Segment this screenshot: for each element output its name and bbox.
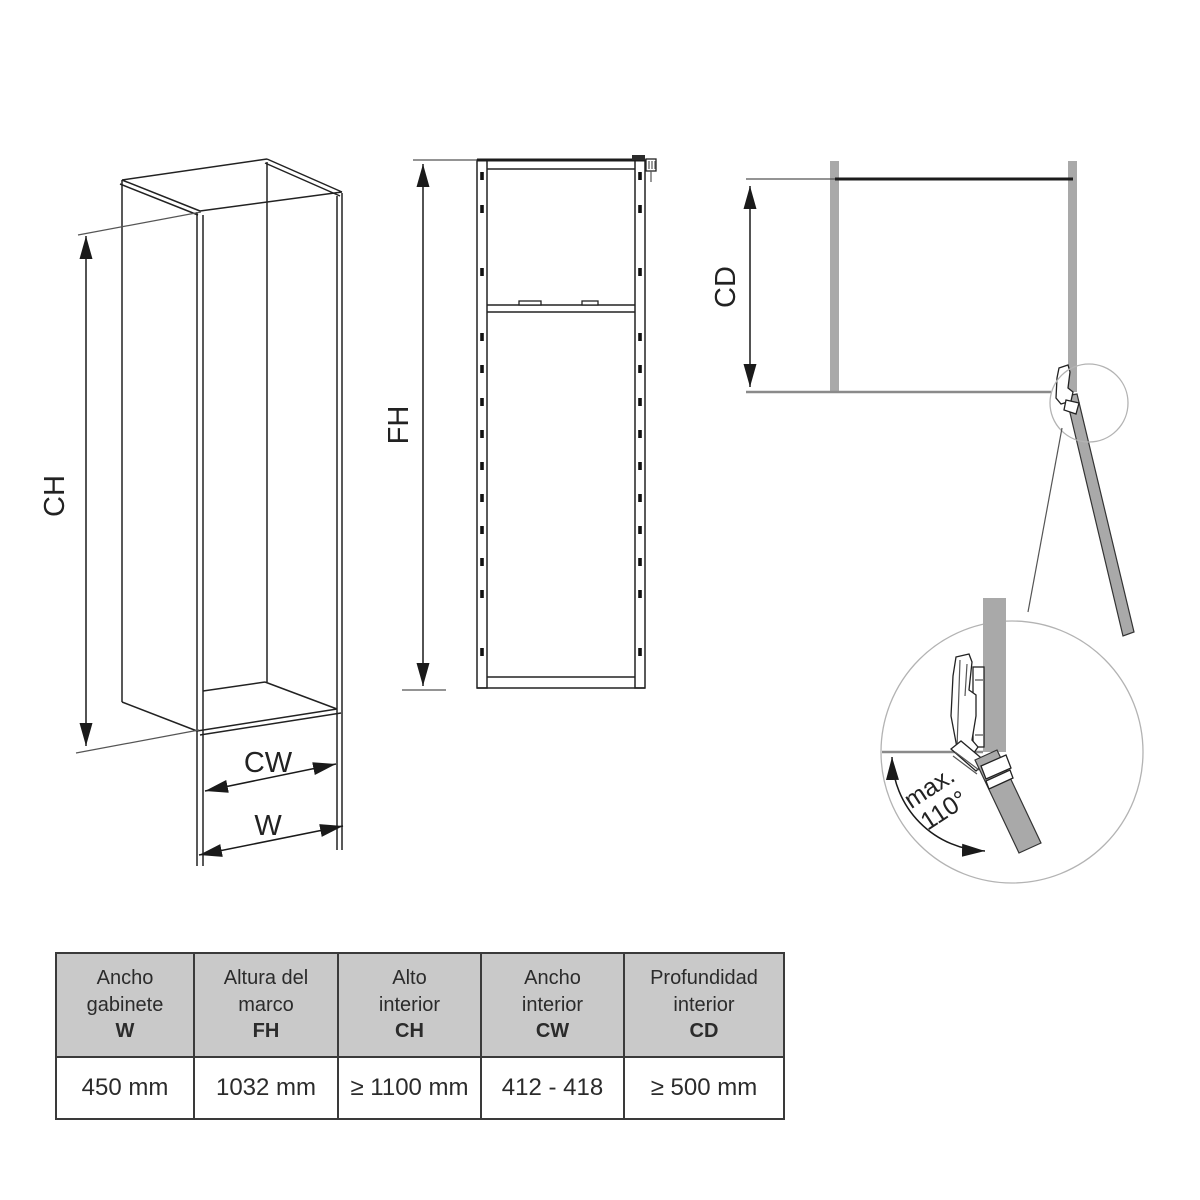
header-line2: interior	[378, 993, 441, 1016]
hinge-detail-view: max. 110°	[880, 598, 1144, 884]
max-angle-note: max. 110°	[899, 761, 973, 835]
callout-leader-line	[1027, 427, 1063, 613]
rail-slot-holes	[480, 172, 642, 656]
cabinet-top-face	[119, 158, 343, 216]
corner-bracket-icon	[632, 155, 657, 182]
header-code: CD	[689, 1020, 719, 1043]
value-interior-height: ≥ 1100 mm	[337, 1056, 482, 1120]
side-section-diagram: CD	[710, 161, 1144, 884]
header-line1: Alto	[392, 967, 427, 990]
opening-angle-arc	[885, 756, 986, 857]
header-code: CH	[395, 1020, 424, 1043]
hinge-callout-circle	[1049, 363, 1129, 443]
cd-label: CD	[710, 266, 742, 308]
back-panel-bar	[830, 161, 839, 393]
middle-rail-tab-left	[518, 300, 542, 306]
value-interior-depth: ≥ 500 mm	[623, 1056, 785, 1120]
header-line2: gabinete	[86, 993, 164, 1016]
value-frame-height: 1032 mm	[193, 1056, 339, 1120]
opened-door-panel	[1065, 393, 1135, 637]
table-header-row: Ancho gabinete W Altura del marco FH Alt…	[55, 952, 785, 1058]
hinge-detail-icon	[949, 653, 987, 775]
header-interior-width: Ancho interior CW	[480, 952, 625, 1058]
detail-panel-bar	[983, 598, 1006, 752]
header-line1: Profundidad	[650, 967, 758, 990]
header-interior-height: Alto interior CH	[337, 952, 482, 1058]
header-line1: Ancho	[96, 967, 154, 990]
isometric-cabinet-diagram: CH CW W	[39, 158, 344, 866]
header-line2: interior	[673, 993, 735, 1016]
header-interior-depth: Profundidad interior CD	[623, 952, 785, 1058]
frame-right-rail	[634, 159, 646, 689]
dimension-table: Ancho gabinete W Altura del marco FH Alt…	[55, 952, 785, 1120]
value-interior-width: 412 - 418	[480, 1056, 625, 1120]
fh-extension-lines	[402, 159, 477, 691]
header-cabinet-width: Ancho gabinete W	[55, 952, 195, 1058]
header-line2: interior	[521, 993, 584, 1016]
frame-rails-inner-lines	[477, 168, 645, 689]
fh-label: FH	[383, 406, 415, 445]
ch-extension-lines	[75, 211, 202, 754]
cw-label: CW	[244, 747, 293, 779]
value-cabinet-width: 450 mm	[55, 1056, 195, 1120]
frame-left-rail	[476, 159, 488, 689]
detail-circle	[880, 620, 1144, 884]
ch-label: CH	[39, 475, 71, 517]
table-value-row: 450 mm 1032 mm ≥ 1100 mm 412 - 418 ≥ 500…	[55, 1056, 785, 1120]
header-code: CW	[535, 1020, 570, 1043]
cw-dimension-line	[204, 762, 337, 793]
w-label: W	[254, 810, 282, 842]
header-line1: Ancho	[524, 967, 581, 990]
w-dimension-line	[198, 824, 344, 857]
cabinet-vertical-edges	[121, 162, 343, 866]
header-code: FH	[252, 1020, 280, 1043]
middle-rail-tab-right	[581, 300, 599, 306]
frame-front-diagram: FH	[383, 155, 657, 691]
hinge-cup-plate-small	[985, 769, 1014, 790]
header-frame-height: Altura del marco FH	[193, 952, 339, 1058]
header-line2: marco	[238, 993, 294, 1016]
cabinet-bottom-edges	[121, 681, 342, 736]
header-code: W	[115, 1020, 135, 1043]
hinge-icon	[1055, 364, 1080, 415]
front-panel-bar	[1068, 161, 1077, 392]
header-line1: Altura del	[223, 967, 309, 990]
